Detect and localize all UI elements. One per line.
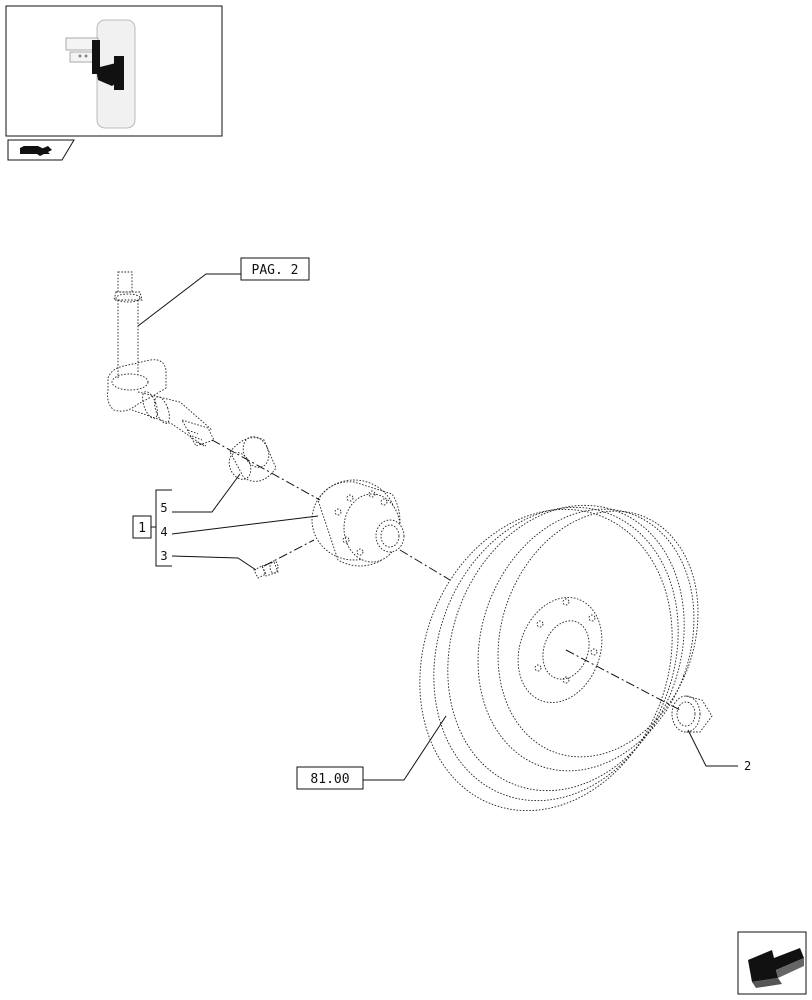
item-5-label: 5	[160, 501, 167, 515]
callout-kit-ref: 1	[132, 515, 152, 539]
callout-wheel-ref: 81.00	[296, 715, 447, 790]
hub-cap	[671, 695, 713, 733]
wheel-rim	[419, 504, 699, 812]
item-4-label: 4	[160, 525, 167, 539]
wheel-hub	[311, 479, 405, 567]
grease-nipple	[253, 560, 279, 579]
next-page-arrow-icon[interactable]	[737, 931, 807, 995]
steering-spindle	[107, 271, 215, 447]
tractor-section-icon[interactable]	[7, 139, 75, 161]
spindle-ref-label: PAG. 2	[252, 263, 299, 278]
kit-ref-label: 1	[138, 521, 146, 536]
bracket-group: 5 4 3	[151, 473, 319, 571]
cap-ref-label: 2	[744, 759, 751, 773]
callout-cap-ref: 2	[687, 729, 751, 773]
bearing-cup	[228, 436, 277, 482]
wheel-ref-label: 81.00	[310, 772, 349, 787]
item-3-label: 3	[160, 549, 167, 563]
assembly-axis	[211, 439, 681, 711]
callout-spindle-ref: PAG. 2	[240, 257, 310, 281]
thumbnail-frame	[5, 5, 223, 137]
tractor-location-thumbnail	[65, 19, 136, 129]
leader-spindle	[137, 273, 241, 327]
